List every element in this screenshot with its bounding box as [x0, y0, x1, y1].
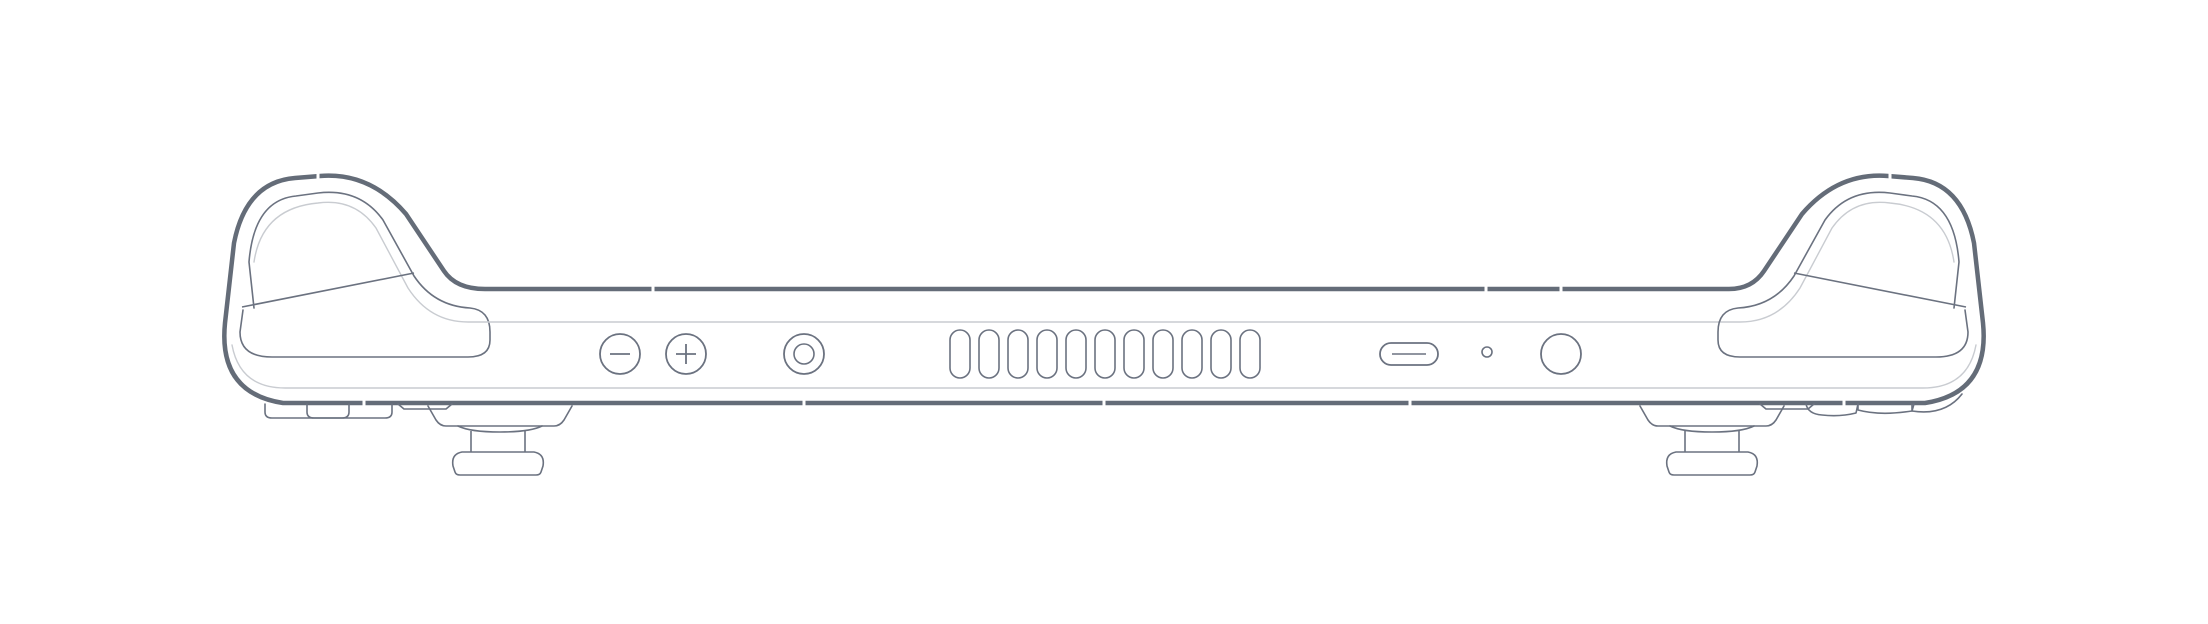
usb-c-port — [1379, 342, 1439, 366]
console-body-outline — [222, 173, 1986, 406]
left-back-grip-line — [241, 272, 415, 308]
lower-body-light-line — [231, 344, 1977, 389]
plus-icon — [676, 344, 696, 364]
power-button-icon — [1540, 333, 1582, 375]
power-button[interactable] — [1540, 333, 1582, 375]
left-grip-light-contour — [253, 201, 1955, 323]
vent-slot — [1065, 329, 1087, 379]
headphone-jack — [783, 333, 825, 375]
right-back-grip-line — [1793, 272, 1967, 308]
status-led — [1481, 346, 1493, 358]
vent-slot — [1123, 329, 1145, 379]
vent-slot — [1036, 329, 1058, 379]
volume-minus-button[interactable] — [599, 333, 641, 375]
vent-slot — [1152, 329, 1174, 379]
right-bumper[interactable] — [1759, 393, 1963, 417]
vent-slot — [1181, 329, 1203, 379]
left-grip-inner-contour — [239, 191, 491, 358]
left-bumper[interactable] — [264, 403, 453, 419]
body-seams — [316, 172, 1892, 407]
audio-jack-icon — [793, 343, 815, 365]
vent-slot — [1094, 329, 1116, 379]
vent-slot — [1210, 329, 1232, 379]
vent-slot — [1239, 329, 1261, 379]
vent-slot — [949, 329, 971, 379]
vent-slot — [978, 329, 1000, 379]
left-trigger[interactable] — [427, 405, 573, 476]
vent-grille — [949, 329, 1261, 379]
volume-plus-button[interactable] — [665, 333, 707, 375]
vent-slot — [1007, 329, 1029, 379]
right-trigger[interactable] — [1639, 405, 1785, 476]
right-grip-inner-contour — [1717, 191, 1969, 358]
